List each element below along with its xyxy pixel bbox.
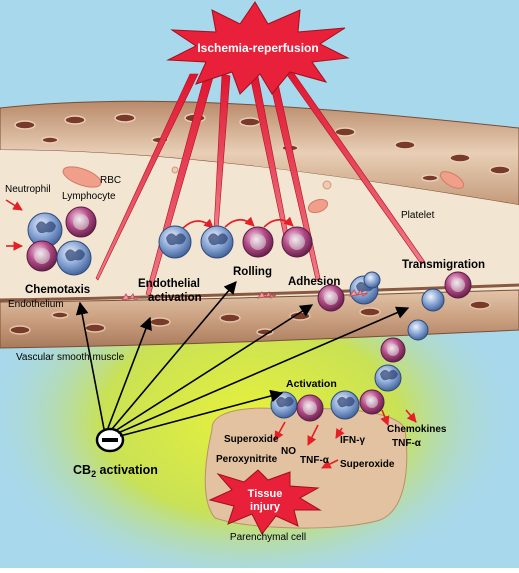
neutrophil-cell [270, 391, 298, 419]
platelet-label: Platelet [401, 210, 435, 221]
cb2-label-sub: 2 [91, 469, 96, 479]
lymphocyte-cell [380, 337, 406, 363]
neutrophil-cell [158, 225, 192, 259]
rolling-arrows [182, 216, 294, 229]
activation-label: Activation [286, 378, 337, 390]
ischemia-beams [95, 71, 426, 297]
neutrophil-cell [407, 319, 429, 341]
adhesion-label: Adhesion [288, 276, 340, 288]
cb2-arrows [75, 281, 410, 437]
transmigration-label: Transmigration [402, 259, 485, 271]
ifn-label: IFN-γ [340, 435, 365, 446]
neutrophil-cell [363, 271, 381, 289]
rbc-label: RBC [100, 175, 121, 186]
vessel-lower-wall [0, 289, 519, 349]
peroxynitrite-label: Peroxynitrite [216, 454, 278, 465]
entry-arrows [5, 199, 23, 251]
superoxide-right-label: Superoxide [340, 459, 395, 470]
neutrophil-cell [349, 275, 379, 305]
cb2-label-rest: activation [96, 463, 158, 477]
tissue-injury-line1: Tissue [248, 488, 283, 500]
neutrophil-cell [421, 288, 445, 312]
neutrophil-label: Neutrophil [5, 184, 51, 195]
lymphocyte-cell [281, 226, 313, 258]
lymphocyte-cell [359, 389, 385, 415]
no-label: NO [281, 446, 296, 457]
rolling-label: Rolling [233, 266, 272, 278]
neutrophil-cell [200, 225, 234, 259]
mediator-arrows [274, 409, 417, 469]
endothelium-label: Endothelium [8, 299, 64, 310]
endothelium-line [0, 283, 519, 302]
lymphocyte-cell [317, 284, 345, 312]
tnf-mid-label: TNF-α [300, 455, 330, 466]
tissue-injury-starburst [208, 469, 322, 535]
lower-wall-cells [9, 300, 491, 336]
neutrophil-cell [27, 212, 63, 248]
vsm-label: Vascular smooth muscle [16, 352, 125, 363]
lymphocyte-cell [444, 271, 472, 299]
cb2-label-main: CB [73, 463, 91, 477]
ischemia-label: Ischemia-reperfusion [197, 41, 318, 55]
neutrophil-cell [56, 240, 92, 276]
lymphocyte-cell [26, 240, 58, 272]
platelets [171, 166, 332, 190]
lymphocyte-cell [242, 226, 274, 258]
red-blood-cells [62, 166, 465, 214]
ischemia-starburst [166, 1, 350, 95]
tissue-injury-line2: injury [250, 501, 281, 513]
lymphocyte-label: Lymphocyte [62, 191, 116, 202]
vessel-lumen [0, 150, 519, 302]
cb2-label: CB2 activation [73, 463, 158, 479]
chemokines-label: Chemokines [387, 424, 447, 435]
endothelial-label-line2: activation [148, 292, 202, 304]
cb2-receptor-icon [95, 427, 125, 453]
activated-endothelium [120, 288, 369, 301]
parenchymal-label: Parenchymal cell [230, 532, 306, 543]
neutrophil-cell [374, 364, 402, 392]
superoxide-left-label: Superoxide [224, 434, 279, 445]
endothelial-label-line1: Endothelial [138, 278, 200, 290]
chemotaxis-label: Chemotaxis [25, 284, 90, 296]
lymphocyte-cell [65, 206, 97, 238]
neutrophil-cell [330, 390, 360, 420]
lymphocyte-cell [296, 394, 324, 422]
tnf-right-label: TNF-α [392, 438, 422, 449]
